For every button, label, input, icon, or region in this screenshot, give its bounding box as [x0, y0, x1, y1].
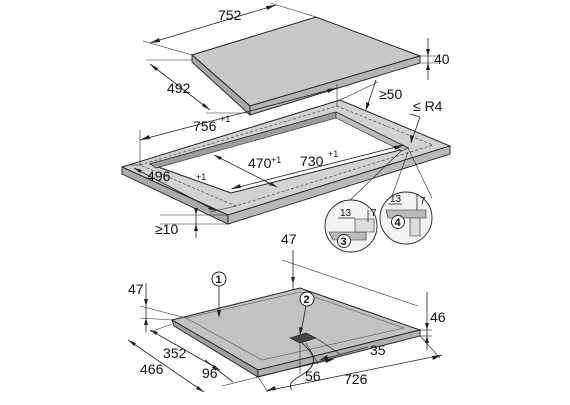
callout-4-marker: [391, 215, 405, 229]
dim-cutout-overall-width-label: 756: [193, 118, 217, 134]
dim-bottom-front-offset: 96: [202, 359, 259, 387]
dim-cutout-inner-width-label: 730: [300, 153, 324, 169]
dim-cutout-overall-width: 756 +1: [139, 84, 338, 165]
dim-front-clearance: ≥10: [155, 208, 228, 238]
callout-4-label: 4: [395, 217, 402, 229]
dim-front-clearance-label: ≥10: [155, 221, 178, 237]
detail-4-height-label: 7: [420, 196, 426, 207]
dim-bottom-width-label: 726: [344, 371, 368, 387]
dim-bottom-conn-width: 35: [305, 337, 386, 365]
dim-top-depth-label: 492: [167, 80, 191, 96]
callout-3-marker: [337, 234, 351, 248]
callout-3-label: 3: [341, 236, 347, 248]
dim-back-clearance: ≥50: [339, 79, 402, 111]
dim-bottom-depth-inner-label: 352: [163, 345, 187, 361]
dim-bottom-depth-inner: 352: [149, 323, 221, 371]
dim-bottom-conn-offset-label: 56: [305, 368, 321, 384]
detail-4-width-label: 13: [390, 194, 402, 205]
dim-bottom-height-label: 46: [430, 309, 446, 325]
dim-cutout-overall-depth-tol: +1: [196, 172, 206, 182]
hob-glass-top: [190, 16, 422, 117]
dim-cutout-inner-depth: 470 +1: [213, 154, 281, 188]
dim-top-width: 752: [142, 2, 317, 56]
dim-cutout-overall-depth: 496 +1: [130, 164, 237, 213]
dim-bottom-top-offset-label: 47: [281, 231, 297, 247]
dim-top-height: 40: [420, 38, 450, 80]
callout-1: 1: [211, 271, 227, 318]
dim-corner-radius: ≤ R4: [409, 98, 443, 144]
dim-cutout-overall-depth-label: 496: [147, 168, 171, 184]
dim-cutout-inner-width: 730 +1: [230, 144, 405, 190]
dim-bottom-conn-width-label: 35: [370, 342, 386, 358]
detail-leader-lines: [343, 147, 433, 207]
detail-4: 13 7 4: [379, 191, 433, 245]
dim-bottom-left-offset-label: 47: [128, 281, 144, 297]
dim-cutout-inner-depth-tol: +1: [271, 155, 281, 165]
dim-bottom-depth-outer-label: 466: [140, 361, 164, 377]
dim-bottom-depth-outer: 466: [127, 339, 205, 393]
dim-bottom-conn-offset: 56: [255, 343, 335, 384]
callout-2: 2: [299, 291, 315, 335]
dim-bottom-height: 46: [420, 292, 446, 350]
dim-corner-radius-label: ≤ R4: [413, 98, 443, 114]
dim-bottom-width: 726: [257, 335, 443, 393]
callout-1-label: 1: [216, 274, 222, 286]
dim-cutout-overall-width-tol: +1: [220, 114, 230, 124]
detail-3-width-label: 13: [340, 208, 352, 219]
dim-top-width-label: 752: [218, 7, 242, 23]
dim-top-depth: 492: [146, 59, 250, 114]
callout-2-label: 2: [304, 294, 310, 306]
dim-bottom-top-offset: 47: [281, 231, 419, 307]
dim-back-clearance-label: ≥50: [379, 86, 402, 102]
detail-3-height-label: 7: [371, 208, 377, 219]
detail-3: 13 7 3: [324, 199, 378, 253]
dim-bottom-left-offset: 47: [128, 281, 187, 332]
dim-cutout-inner-depth-label: 470: [248, 155, 272, 171]
dim-bottom-front-offset-label: 96: [202, 365, 218, 381]
worktop: [120, 99, 452, 225]
dim-cutout-inner-width-tol: +1: [328, 149, 338, 159]
dim-top-height-label: 40: [434, 51, 450, 67]
